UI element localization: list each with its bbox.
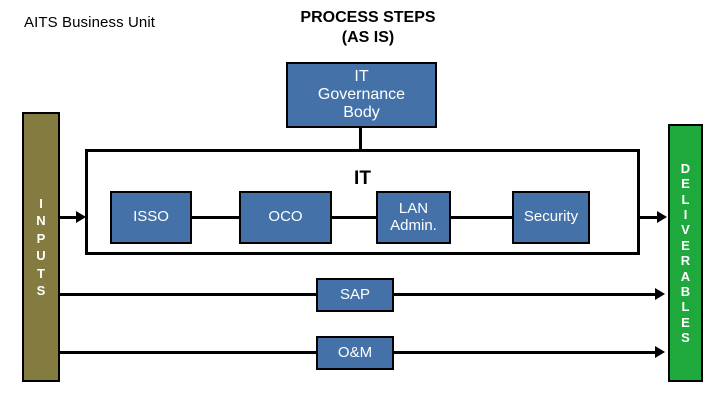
- governance-to-it-connector: [359, 128, 362, 151]
- process-box-lan-admin-label-2: Admin.: [390, 216, 437, 234]
- process-box-isso-label: ISSO: [133, 208, 169, 226]
- connector-lan-admin-to-security: [451, 216, 512, 219]
- connector-sap-to-deliverables: [394, 293, 661, 296]
- arrowhead-icon: [76, 211, 86, 223]
- process-box-sap[interactable]: SAP: [316, 278, 394, 312]
- process-box-lan-admin-label-1: LAN: [398, 199, 429, 217]
- process-box-oco-label: OCO: [268, 208, 303, 226]
- connector-om-to-deliverables: [394, 351, 661, 354]
- process-box-om[interactable]: O&M: [316, 336, 394, 370]
- diagram-title: PROCESS STEPS (AS IS): [268, 8, 468, 48]
- process-box-sap-label: SAP: [339, 285, 370, 303]
- deliverables-letter: L: [681, 299, 690, 315]
- process-box-oco[interactable]: OCO: [239, 191, 332, 244]
- inputs-letter: T: [37, 265, 45, 281]
- connector-oco-to-lan-admin: [332, 216, 376, 219]
- process-box-security-label: Security: [523, 208, 579, 226]
- deliverables-letter: A: [680, 268, 691, 284]
- deliverables-letter: V: [681, 222, 690, 238]
- it-group-title: IT: [354, 168, 371, 189]
- process-box-isso[interactable]: ISSO: [110, 191, 192, 244]
- inputs-letter: N: [36, 213, 46, 229]
- deliverables-letter: L: [681, 191, 690, 207]
- deliverables-letter: R: [680, 253, 691, 269]
- deliverables-letter: E: [681, 237, 690, 253]
- deliverables-letter: E: [681, 314, 690, 330]
- arrowhead-icon: [657, 211, 667, 223]
- deliverables-bar[interactable]: D E L I V E R A B L E S: [668, 124, 703, 382]
- deliverables-letter: D: [680, 160, 691, 176]
- deliverables-letter: S: [681, 330, 690, 346]
- diagram-title-line-2: (AS IS): [341, 29, 395, 46]
- connector-inputs-to-it: [60, 216, 80, 219]
- process-box-security[interactable]: Security: [512, 191, 590, 244]
- business-unit-label: AITS Business Unit: [24, 14, 156, 31]
- arrowhead-icon: [655, 288, 665, 300]
- gov-line-3: Body: [343, 103, 380, 121]
- connector-inputs-to-sap: [60, 293, 316, 296]
- inputs-letter: S: [36, 282, 46, 298]
- arrowhead-icon: [655, 346, 665, 358]
- diagram-title-line-1: PROCESS STEPS: [300, 9, 436, 26]
- inputs-letter: U: [36, 248, 46, 264]
- process-box-om-label: O&M: [337, 343, 373, 361]
- it-governance-body-box[interactable]: IT Governance Body: [286, 62, 437, 128]
- inputs-letter: I: [39, 196, 43, 212]
- inputs-bar[interactable]: I N P U T S: [22, 112, 60, 382]
- deliverables-letter: B: [680, 283, 691, 299]
- deliverables-letter: I: [683, 207, 688, 223]
- process-box-lan-admin[interactable]: LAN Admin.: [376, 191, 451, 244]
- connector-it-to-deliverables: [640, 216, 661, 219]
- gov-line-2: Governance: [317, 86, 406, 104]
- gov-line-1: IT: [354, 68, 369, 86]
- inputs-letter: P: [36, 230, 46, 246]
- connector-isso-to-oco: [192, 216, 239, 219]
- deliverables-letter: E: [681, 176, 690, 192]
- connector-inputs-to-om: [60, 351, 316, 354]
